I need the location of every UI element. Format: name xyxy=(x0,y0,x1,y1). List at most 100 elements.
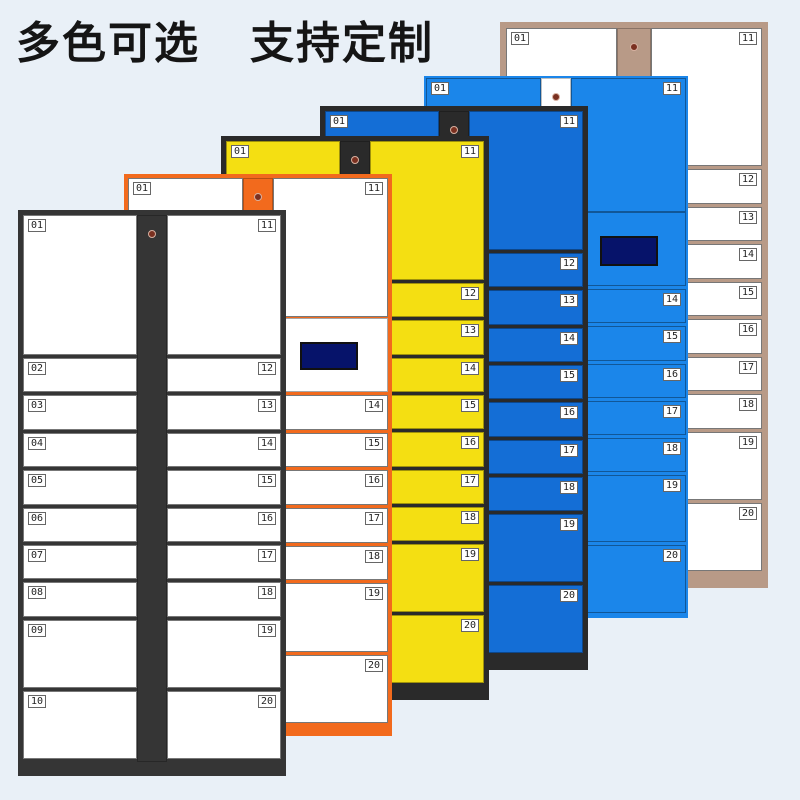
locker-number: 18 xyxy=(559,480,578,494)
locker-door[interactable]: 15 xyxy=(167,470,281,505)
locker-door[interactable]: 18 xyxy=(273,545,388,581)
locker-door[interactable]: 06 xyxy=(23,507,137,543)
locker-door[interactable]: 03 xyxy=(23,395,137,430)
locker-number: 07 xyxy=(28,549,47,563)
locker-door[interactable]: 15 xyxy=(571,326,686,361)
locker-number: 01 xyxy=(330,115,349,128)
locker-number: 20 xyxy=(460,619,479,633)
locker-door[interactable]: 19 xyxy=(167,619,281,688)
locker-door[interactable]: 04 xyxy=(23,432,137,468)
locker-number: 16 xyxy=(364,474,383,488)
locker-number: 15 xyxy=(460,398,479,412)
locker-door[interactable]: 19 xyxy=(273,583,388,652)
locker-door[interactable]: 18 xyxy=(571,437,686,472)
locker-number: 15 xyxy=(738,285,757,299)
locker-number: 17 xyxy=(662,404,681,418)
locker-number: 14 xyxy=(738,248,757,261)
locker-door[interactable]: 15 xyxy=(273,432,388,468)
locker-number: 06 xyxy=(28,511,47,525)
locker-number: 09 xyxy=(28,623,47,637)
locker-number: 20 xyxy=(738,506,757,520)
locker-number: 18 xyxy=(662,441,681,455)
locker-door[interactable]: 16 xyxy=(273,470,388,505)
locker-number: 17 xyxy=(460,473,479,487)
locker-door[interactable]: 02 xyxy=(23,358,137,393)
locker-number: 11 xyxy=(460,145,479,158)
locker-door[interactable]: 18 xyxy=(167,582,281,617)
locker-number: 17 xyxy=(364,511,383,525)
locker-number: 08 xyxy=(28,586,47,600)
locker-number: 20 xyxy=(364,658,383,672)
locker-number: 15 xyxy=(364,436,383,450)
locker-door[interactable]: 13 xyxy=(167,395,281,430)
headline-multicolor: 多色可选 xyxy=(16,18,200,69)
lock-icon xyxy=(450,126,458,134)
locker-number: 13 xyxy=(738,210,757,224)
locker-number: 14 xyxy=(257,436,276,450)
locker-door[interactable]: 05 xyxy=(23,470,137,505)
locker-number: 19 xyxy=(257,623,276,637)
locker-door[interactable]: 17 xyxy=(273,507,388,543)
locker-number: 19 xyxy=(559,518,578,532)
locker-number: 14 xyxy=(460,361,479,375)
locker-number: 18 xyxy=(460,510,479,524)
locker-number: 11 xyxy=(257,219,276,232)
locker-number: 01 xyxy=(511,32,530,45)
locker-number: 15 xyxy=(662,330,681,344)
lock-icon xyxy=(552,93,560,101)
locker-number: 13 xyxy=(559,294,578,308)
locker-number: 11 xyxy=(559,115,578,128)
locker-number: 19 xyxy=(364,587,383,601)
locker-door[interactable]: 10 xyxy=(23,690,137,759)
locker-number: 20 xyxy=(559,589,578,603)
locker-door[interactable]: 17 xyxy=(167,545,281,580)
locker-door[interactable]: 08 xyxy=(23,582,137,617)
locker-door[interactable]: 20 xyxy=(571,545,686,613)
locker-number: 05 xyxy=(28,474,47,488)
locker-door[interactable]: 16 xyxy=(167,507,281,543)
locker-number: 12 xyxy=(738,173,757,186)
locker-door[interactable]: 20 xyxy=(273,654,388,723)
locker-door[interactable]: 11 xyxy=(273,178,388,317)
locker-number: 19 xyxy=(738,435,757,449)
locker-number: 14 xyxy=(364,399,383,413)
locker-number: 13 xyxy=(460,324,479,338)
locker-number: 18 xyxy=(364,549,383,563)
lock-icon xyxy=(351,156,359,164)
locker-number: 01 xyxy=(431,82,450,95)
locker-door[interactable]: 12 xyxy=(167,358,281,393)
locker-number: 17 xyxy=(738,360,757,374)
locker-door[interactable]: 16 xyxy=(571,363,686,398)
lock-icon xyxy=(630,43,638,51)
locker-number: 03 xyxy=(28,399,47,413)
locker-door[interactable]: 09 xyxy=(23,619,137,688)
locker-door[interactable]: 07 xyxy=(23,545,137,580)
center-pillar xyxy=(137,215,167,762)
locker-number: 12 xyxy=(460,287,479,300)
locker-number: 11 xyxy=(364,182,383,195)
locker-number: 20 xyxy=(662,549,681,563)
locker-number: 15 xyxy=(257,474,276,488)
locker-number: 17 xyxy=(257,549,276,563)
lock-icon xyxy=(148,230,156,238)
locker-number: 20 xyxy=(257,694,276,708)
locker-number: 14 xyxy=(662,293,681,307)
locker-door[interactable]: 01 xyxy=(23,215,137,355)
locker-door[interactable]: 14 xyxy=(571,289,686,324)
locker-door[interactable]: 11 xyxy=(167,215,281,355)
locker-door[interactable]: 11 xyxy=(571,78,686,212)
locker-number: 18 xyxy=(257,586,276,600)
display-screen[interactable] xyxy=(600,236,658,266)
display-screen[interactable] xyxy=(300,342,358,370)
locker-door[interactable]: 20 xyxy=(167,690,281,759)
locker-number: 14 xyxy=(559,331,578,345)
locker-number: 01 xyxy=(133,182,152,195)
locker-door[interactable]: 19 xyxy=(571,474,686,543)
locker-door[interactable]: 17 xyxy=(571,400,686,435)
locker-number: 04 xyxy=(28,436,47,450)
locker-door[interactable]: 14 xyxy=(273,395,388,430)
locker-number: 12 xyxy=(257,362,276,375)
locker-number: 16 xyxy=(257,511,276,525)
locker-door[interactable]: 14 xyxy=(167,432,281,468)
